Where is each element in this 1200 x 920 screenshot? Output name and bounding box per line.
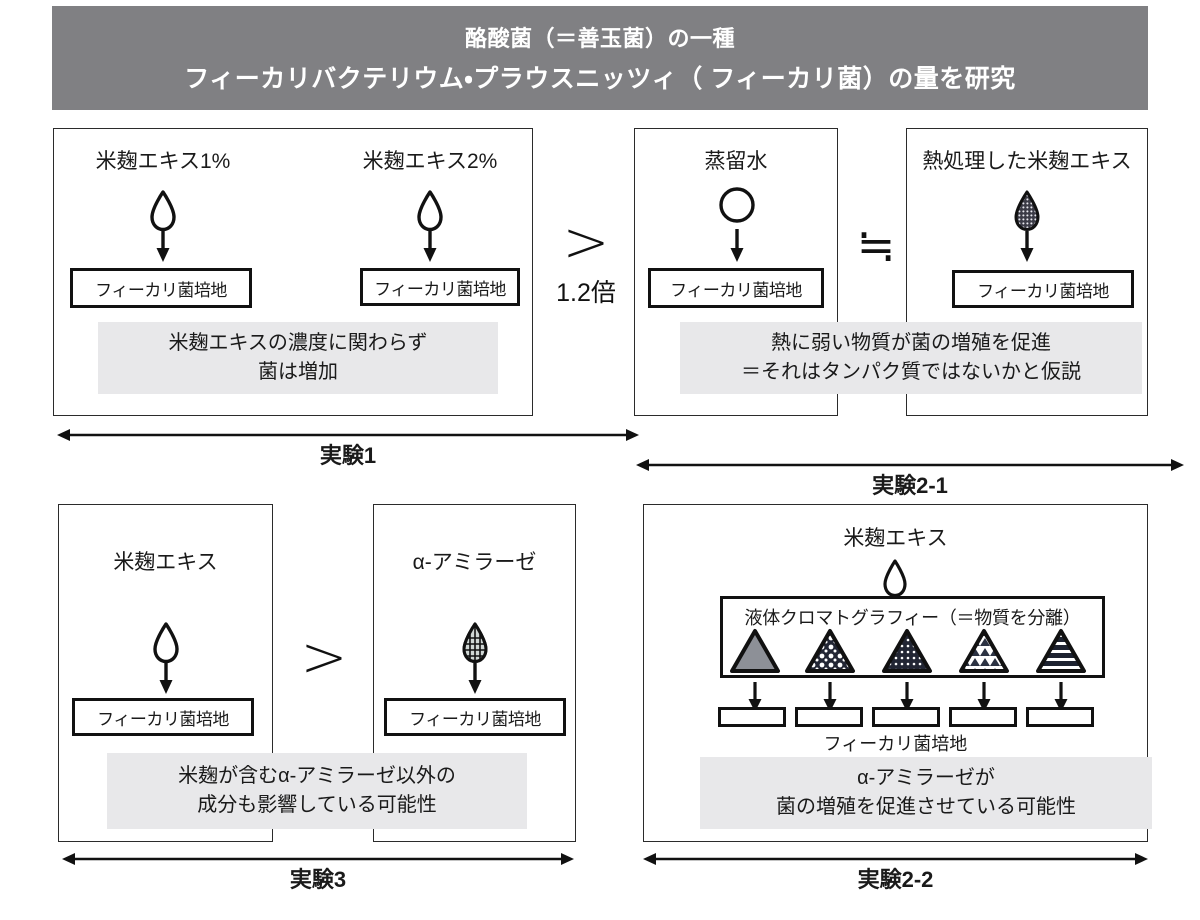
exp1-arm1-drop-arrow	[138, 186, 188, 264]
exp2-1-arm2-medium-box: フィーカリ菌培地	[952, 270, 1134, 308]
exp2-1-conclusion-line1: 熱に弱い物質が菌の増殖を促進	[771, 332, 1051, 354]
greater-than-operator-exp1: > 1.2倍	[540, 215, 632, 309]
exp2-2-strip-3	[872, 707, 940, 727]
exp1-arm2-medium-box: フィーカリ菌培地	[360, 268, 520, 306]
exp2-2-conclusion-line2: 菌の増殖を促進させている可能性	[776, 796, 1076, 818]
experiment-3-span-label: 実験3	[289, 867, 347, 892]
exp1-conclusion: 米麹エキスの濃度に関わらず 菌は増加	[98, 322, 498, 394]
exp2-2-strip-5	[1026, 707, 1094, 727]
exp2-2-conclusion: α-アミラーゼが 菌の増殖を促進させている可能性	[700, 757, 1152, 829]
header-title: フィーカリバクテリウム・プラウスニッツィ（ フィーカリ菌）の量を研究	[184, 65, 1016, 93]
exp3-conclusion: 米麹が含むα-アミラーゼ以外の 成分も影響している可能性	[107, 753, 527, 829]
exp2-1-arm2-drop-arrow	[1002, 186, 1052, 264]
exp2-1-conclusion-line2: ＝それはタンパク質ではないかと仮説	[741, 361, 1081, 383]
header-subtitle: 酪酸菌（＝善玉菌）の一種	[464, 26, 735, 51]
exp3-conclusion-line2: 成分も影響している可能性	[197, 794, 437, 816]
exp2-2-strip-4	[949, 707, 1017, 727]
exp2-2-conclusion-line1: α-アミラーゼが	[857, 767, 995, 789]
ratio-label: 1.2倍	[556, 279, 616, 307]
exp1-arm2-drop-arrow	[405, 186, 455, 264]
exp2-1-conclusion: 熱に弱い物質が菌の増殖を促進 ＝それはタンパク質ではないかと仮説	[680, 322, 1142, 394]
approximately-equal-symbol: ≒	[856, 218, 896, 272]
exp1-arm1-medium-box: フィーカリ菌培地	[70, 268, 252, 308]
exp2-2-strip-1	[718, 707, 786, 727]
greater-than-symbol-exp3: >	[300, 625, 348, 690]
exp1-conclusion-line2: 菌は増加	[258, 361, 338, 383]
greater-than-operator-exp3: >	[288, 630, 360, 686]
experiment-2-2-span: 実験2-2	[643, 848, 1148, 900]
approximately-equal-operator: ≒	[845, 222, 907, 268]
chromatography-fractions	[720, 626, 1105, 674]
exp3-conclusion-line1: 米麹が含むα-アミラーゼ以外の	[178, 765, 456, 787]
exp2-2-source-title: 米麹エキス	[843, 527, 948, 550]
experiment-3-span: 実験3	[62, 848, 574, 900]
exp3-arm2-drop-arrow	[450, 618, 500, 696]
diagram-header: 酪酸菌（＝善玉菌）の一種 フィーカリバクテリウム・プラウスニッツィ（ フィーカリ…	[52, 6, 1148, 110]
experiment-2-1-span: 実験2-1	[636, 454, 1184, 506]
exp2-1-arm1-circle-arrow	[712, 183, 762, 265]
exp3-arm2-title: α-アミラーゼ	[412, 551, 537, 574]
exp2-1-arm1-title: 蒸留水	[704, 150, 768, 173]
exp2-2-source-drop	[873, 556, 917, 600]
exp3-arm1-title: 米麹エキス	[113, 551, 218, 574]
exp2-1-arm2-title: 熱処理した米麹エキス	[922, 150, 1132, 173]
exp2-2-fraction-arrows	[720, 682, 1105, 714]
exp3-arm1-medium-box: フィーカリ菌培地	[72, 698, 254, 736]
exp1-arm1-title: 米麹エキス1%	[95, 150, 231, 173]
exp2-1-arm1-medium-box: フィーカリ菌培地	[648, 268, 824, 308]
greater-than-symbol: >	[562, 210, 610, 275]
chromatography-title: 液体クロマトグラフィー（＝物質を分離）	[744, 608, 1081, 628]
exp2-2-strips-label: フィーカリ菌培地	[823, 734, 968, 754]
experiment-2-2-span-label: 実験2-2	[857, 867, 934, 892]
exp2-2-strip-2	[795, 707, 863, 727]
exp3-arm2-medium-box: フィーカリ菌培地	[384, 698, 566, 736]
exp1-arm2-title: 米麹エキス2%	[362, 150, 498, 173]
experiment-1-span-label: 実験1	[319, 443, 377, 468]
experiment-1-span: 実験1	[57, 424, 639, 476]
experiment-2-1-span-label: 実験2-1	[872, 473, 948, 498]
exp1-conclusion-line1: 米麹エキスの濃度に関わらず	[168, 332, 428, 354]
exp3-arm1-drop-arrow	[141, 618, 191, 696]
